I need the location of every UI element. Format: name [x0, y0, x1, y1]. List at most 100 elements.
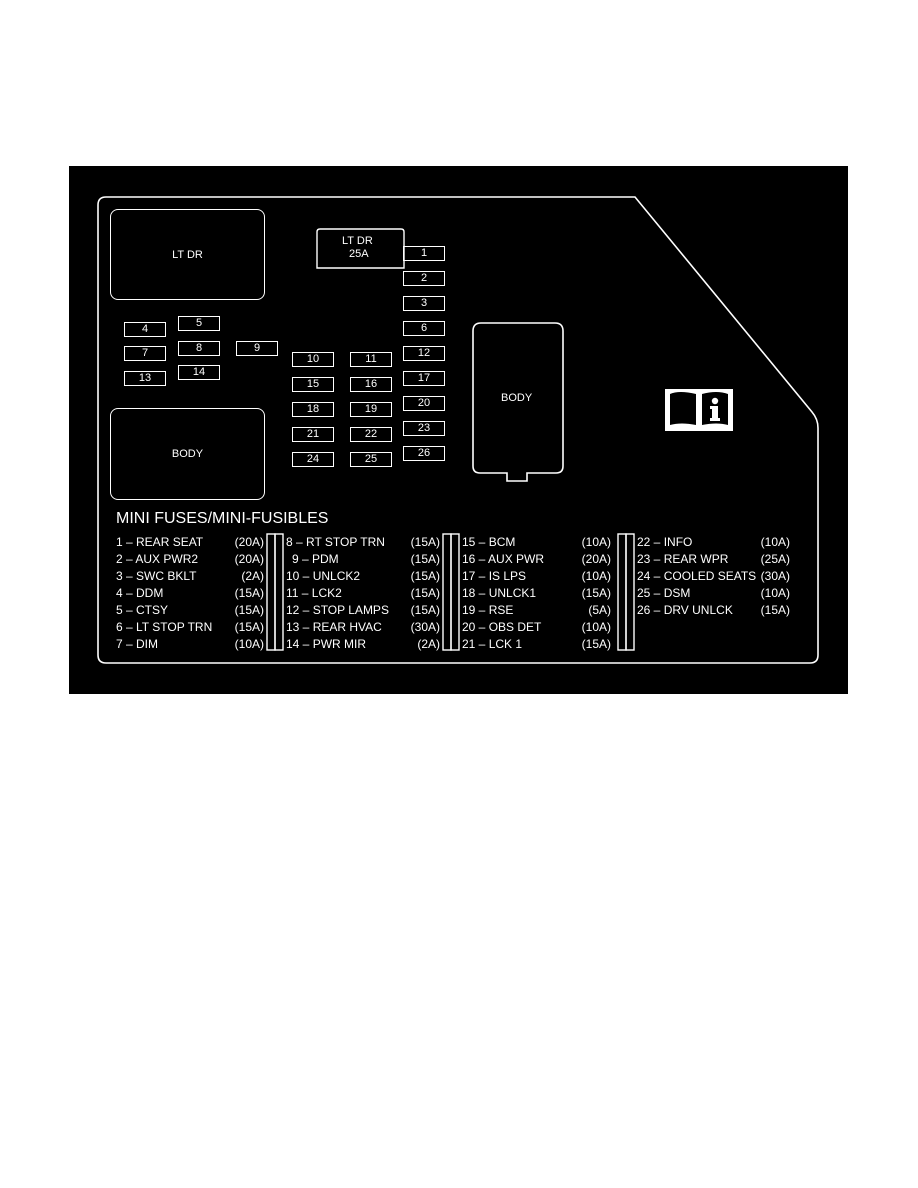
fuse-20: 20	[403, 396, 445, 411]
body-relay-left-label: BODY	[171, 448, 204, 460]
legend-row: 22 – INFO (10A)	[637, 534, 790, 550]
legend-label: 16 – AUX PWR	[462, 552, 545, 566]
fuse-24: 24	[292, 452, 334, 467]
fuse-9: 9	[236, 341, 278, 356]
legend-row: 9 – PDM (15A)	[286, 551, 440, 567]
separator-bar-3	[442, 533, 452, 651]
legend-label: 14 – PWR MIR	[286, 637, 367, 651]
legend-row: 19 – RSE (5A)	[462, 602, 611, 618]
legend-label: 11 – LCK2	[286, 586, 342, 600]
legend-amp: (10A)	[581, 569, 611, 583]
maxi-fuse-name: LT DR	[342, 235, 373, 247]
legend-amp: (15A)	[410, 569, 440, 583]
legend-label: 20 – OBS DET	[462, 620, 542, 634]
fuse-15: 15	[292, 377, 334, 392]
legend-amp: (15A)	[234, 620, 264, 634]
legend-row: 7 – DIM (10A)	[116, 636, 264, 652]
legend-amp: (15A)	[760, 603, 790, 617]
fuse-16: 16	[350, 377, 392, 392]
separator-bar-1	[266, 533, 276, 651]
legend-amp: (15A)	[410, 535, 440, 549]
maxi-fuse-rating: 25A	[349, 248, 369, 260]
fuse-3: 3	[403, 296, 445, 311]
legend-title: MINI FUSES/MINI-FUSIBLES	[116, 510, 329, 527]
separator-bar-2	[274, 533, 284, 651]
legend-row: 4 – DDM (15A)	[116, 585, 264, 601]
legend-row: 17 – IS LPS (10A)	[462, 568, 611, 584]
legend-label: 4 – DDM	[116, 586, 164, 600]
legend-amp: (10A)	[760, 535, 790, 549]
legend-label: 10 – UNLCK2	[286, 569, 361, 583]
fuse-4: 4	[124, 322, 166, 337]
legend-row: 12 – STOP LAMPS (15A)	[286, 602, 440, 618]
legend-amp: (30A)	[410, 620, 440, 634]
lt-dr-maxi-fuse-outline	[316, 228, 405, 269]
fuse-14: 14	[178, 365, 220, 380]
legend-amp: (15A)	[234, 586, 264, 600]
fuse-8: 8	[178, 341, 220, 356]
owners-manual-info-icon	[665, 389, 733, 431]
legend-amp: (15A)	[581, 586, 611, 600]
fuse-5: 5	[178, 316, 220, 331]
fuse-block-outline	[97, 196, 819, 664]
legend-amp: (15A)	[410, 586, 440, 600]
legend-row: 24 – COOLED SEATS (30A)	[637, 568, 790, 584]
legend-amp: (10A)	[760, 586, 790, 600]
legend-label: 25 – DSM	[637, 586, 691, 600]
separator-bar-5	[617, 533, 627, 651]
legend-label: 1 – REAR SEAT	[116, 535, 204, 549]
fuse-13: 13	[124, 371, 166, 386]
fuse-block-border	[97, 196, 819, 664]
legend-label: 17 – IS LPS	[462, 569, 527, 583]
legend-amp: (25A)	[760, 552, 790, 566]
legend-amp: (15A)	[234, 603, 264, 617]
separator-bar-6	[625, 533, 635, 651]
fuse-1: 1	[403, 246, 445, 261]
fuse-21: 21	[292, 427, 334, 442]
legend-row: 18 – UNLCK1 (15A)	[462, 585, 611, 601]
legend-row: 26 – DRV UNLCK (15A)	[637, 602, 790, 618]
lt-dr-relay-box: LT DR	[110, 209, 265, 300]
legend-row: 20 – OBS DET (10A)	[462, 619, 611, 635]
legend-row: 8 – RT STOP TRN (15A)	[286, 534, 440, 550]
fuse-panel-diagram: LT DR BODY BODY LT DR 25A 1 2 3 4 5 6 7 …	[69, 166, 848, 694]
separator-bar-4	[450, 533, 460, 651]
legend-label: 13 – REAR HVAC	[286, 620, 382, 634]
legend-label: 24 – COOLED SEATS	[637, 569, 757, 583]
legend-row: 11 – LCK2 (15A)	[286, 585, 440, 601]
legend-row: 15 – BCM (10A)	[462, 534, 611, 550]
legend-amp: (30A)	[760, 569, 790, 583]
legend-label: 8 – RT STOP TRN	[286, 535, 385, 549]
legend-amp: (2A)	[241, 569, 264, 583]
fuse-23: 23	[403, 421, 445, 436]
legend-amp: (10A)	[234, 637, 264, 651]
fuse-18: 18	[292, 402, 334, 417]
fuse-11: 11	[350, 352, 392, 367]
legend-row: 25 – DSM (10A)	[637, 585, 790, 601]
legend-amp: (15A)	[410, 552, 440, 566]
legend-label: 26 – DRV UNLCK	[637, 603, 733, 617]
legend-amp: (20A)	[234, 552, 264, 566]
body-relay-right-outline	[472, 322, 564, 482]
legend-label: 15 – BCM	[462, 535, 516, 549]
legend-label: 6 – LT STOP TRN	[116, 620, 213, 634]
legend-amp: (10A)	[581, 535, 611, 549]
fuse-25: 25	[350, 452, 392, 467]
fuse-2: 2	[403, 271, 445, 286]
fuse-22: 22	[350, 427, 392, 442]
legend-amp: (15A)	[581, 637, 611, 651]
legend-label: 5 – CTSY	[116, 603, 169, 617]
legend-amp: (10A)	[581, 620, 611, 634]
legend-label: 7 – DIM	[116, 637, 159, 651]
body-relay-box-left: BODY	[110, 408, 265, 500]
fuse-7: 7	[124, 346, 166, 361]
legend-amp: (15A)	[410, 603, 440, 617]
legend-label: 2 – AUX PWR2	[116, 552, 199, 566]
legend-row: 10 – UNLCK2 (15A)	[286, 568, 440, 584]
legend-label: 12 – STOP LAMPS	[286, 603, 389, 617]
legend-label: 18 – UNLCK1	[462, 586, 537, 600]
legend-label: 19 – RSE	[462, 603, 514, 617]
legend-label: 21 – LCK 1	[462, 637, 523, 651]
fuse-12: 12	[403, 346, 445, 361]
legend-amp: (20A)	[234, 535, 264, 549]
